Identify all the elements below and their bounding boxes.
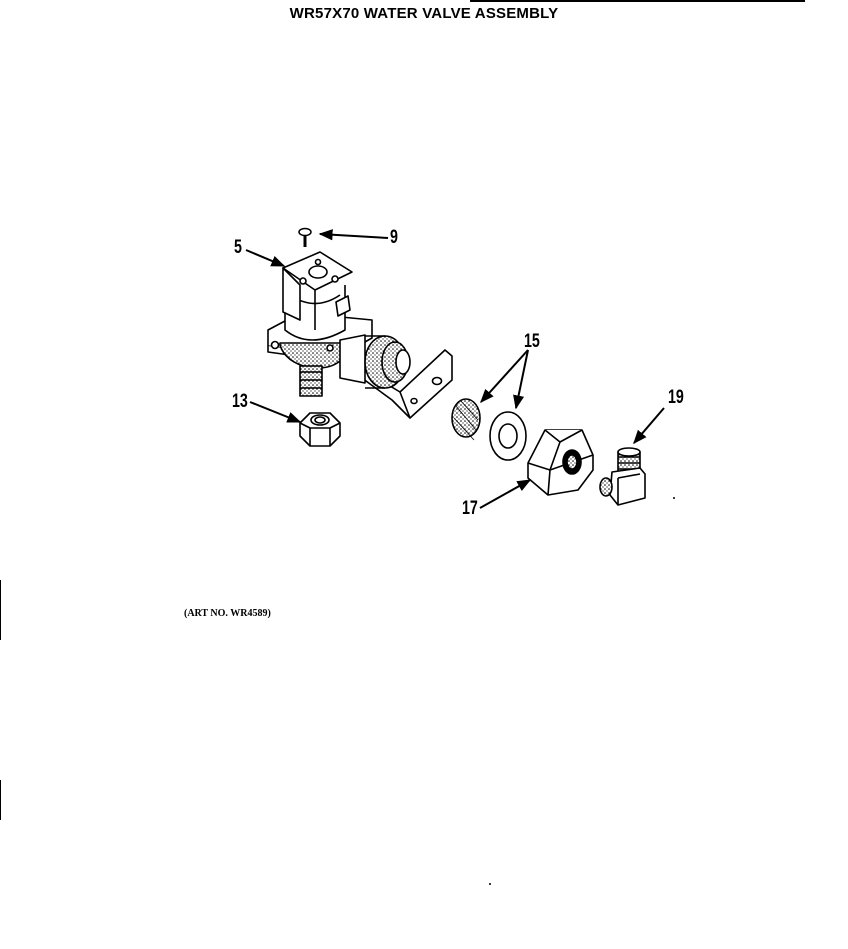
callout-19: 19 [668,387,684,408]
callout-9: 9 [390,227,398,248]
diagram-title: WR57X70 WATER VALVE ASSEMBLY [289,5,559,22]
compression-nut-part [527,429,594,496]
callout-13: 13 [232,391,248,412]
callout-15: 15 [524,331,540,352]
water-valve-part [267,251,453,419]
hex-nut-part [299,412,341,447]
callout-5: 5 [234,237,242,258]
top-rule [470,0,805,2]
elbow-fitting-part [599,447,646,506]
scan-marks [0,497,675,885]
screw-part [298,227,312,247]
callout-17: 17 [462,498,478,519]
leader-arrows [245,229,665,509]
art-number: (ART NO. WR4589) [184,608,271,619]
strainer-and-washer-part [451,398,527,461]
